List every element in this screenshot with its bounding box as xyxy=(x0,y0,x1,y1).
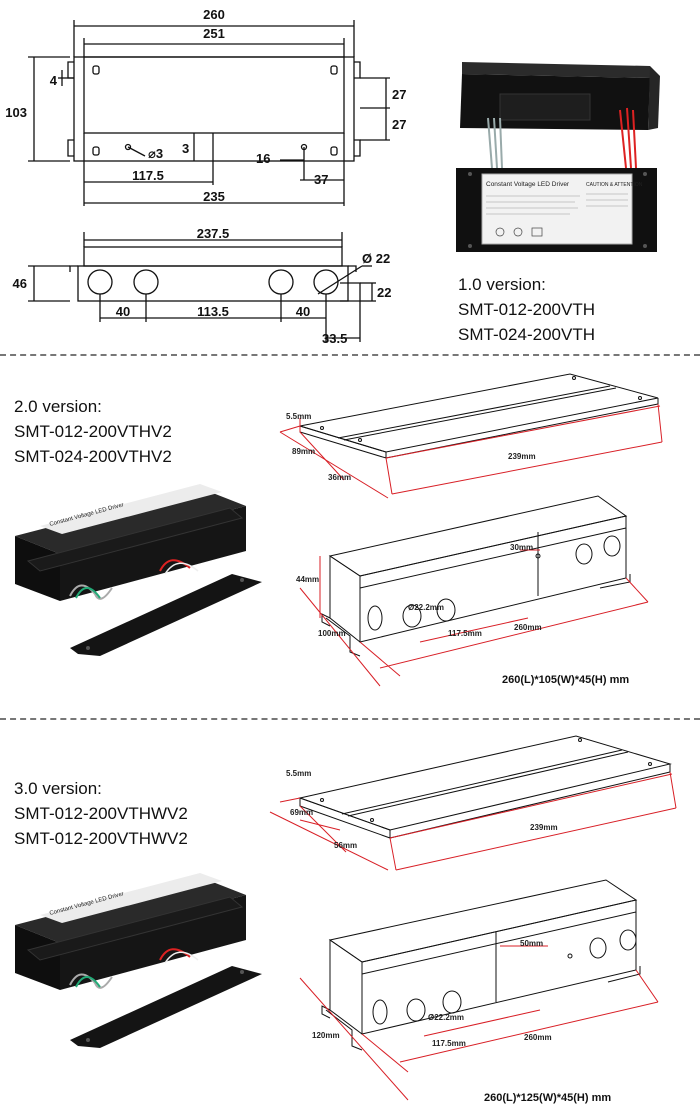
v2-size-caption: 260(L)*105(W)*45(H) mm xyxy=(502,674,630,686)
v1-dim-slot: 4 xyxy=(50,73,58,88)
v1-dim-ko-end: 33.5 xyxy=(322,331,347,346)
v3-model-2: SMT-012-200VTHWV2 xyxy=(14,829,188,848)
v2-box-width: 100mm xyxy=(318,629,346,638)
v3-product-label xyxy=(40,873,222,923)
v1-dim-height: 103 xyxy=(5,105,27,120)
section-v3: 3.0 version: SMT-012-200VTHWV2 SMT-012-2… xyxy=(0,720,700,1120)
v3-lid-length: 239mm xyxy=(530,823,558,832)
v3-box-knockout: Ø22.2mm xyxy=(428,1013,464,1022)
v2-box-hole-x: 117.5mm xyxy=(448,629,482,638)
v1-model-1: SMT-012-200VTH xyxy=(458,300,595,319)
v3-box-hole-x: 117.5mm xyxy=(432,1039,466,1048)
v2-box-height: 44mm xyxy=(296,575,319,584)
v1-product-photo: Constant Voltage LED Driver CAUTION & AT… xyxy=(456,62,660,252)
v2-product-label xyxy=(40,484,222,534)
v1-dim-inner-length: 251 xyxy=(203,26,225,41)
v1-version-block: 1.0 version: SMT-012-200VTH SMT-024-200V… xyxy=(458,272,595,347)
v3-lid-photo xyxy=(70,966,262,1048)
v1-dim-ko-c: 40 xyxy=(296,304,310,319)
v1-dim-hole-offset: 3 xyxy=(182,141,189,156)
v1-technical-drawing: 260 251 103 4 27 27 ⌀3 3 117.5 16 37 235 xyxy=(5,7,660,346)
v1-top-cover xyxy=(83,56,345,134)
v2-model-2: SMT-024-200VTHV2 xyxy=(14,447,172,466)
v3-lid-width: 69mm xyxy=(290,808,313,817)
v3-model-1: SMT-012-200VTHWV2 xyxy=(14,804,188,823)
v1-dim-hole-x: 117.5 xyxy=(132,168,164,183)
v2-lid-photo xyxy=(70,574,262,656)
v3-box-width: 120mm xyxy=(312,1031,340,1040)
v1-dim-slot-h: 16 xyxy=(256,151,270,166)
v1-dim-ko-a: 40 xyxy=(116,304,130,319)
v2-box-knockout: Ø22.2mm xyxy=(408,603,444,612)
svg-text:CAUTION & ATTENTION: CAUTION & ATTENTION xyxy=(586,182,643,188)
v2-model-1: SMT-012-200VTHV2 xyxy=(14,422,172,441)
v1-knockout-1 xyxy=(87,269,113,295)
v3-product-photo: Constant Voltage LED Driver xyxy=(15,873,262,1048)
v1-side-lid xyxy=(83,246,343,267)
v1-dim-pitch-a: 27 xyxy=(392,87,406,102)
v2-lid-drawing xyxy=(299,373,659,459)
v1-dim-pitch-b: 27 xyxy=(392,117,406,132)
v1-dim-ko-b: 113.5 xyxy=(197,304,229,319)
v1-knockout-3 xyxy=(268,269,294,295)
v3-lid-edge: 5.5mm xyxy=(286,769,311,778)
v1-side-body xyxy=(77,265,349,302)
svg-text:Constant Voltage LED Driver: Constant Voltage LED Driver xyxy=(486,181,570,188)
v1-dim-knockout-h: 22 xyxy=(377,285,391,300)
v1-dim-hole: ⌀3 xyxy=(148,146,163,161)
separator-2 xyxy=(0,718,700,720)
v1-dim-knockout: Ø 22 xyxy=(362,251,390,266)
v1-knockout-4 xyxy=(313,269,339,295)
v2-lid-length: 239mm xyxy=(508,452,536,461)
v2-version-title: 2.0 version: xyxy=(14,397,102,416)
v1-dim-side-length: 237.5 xyxy=(197,226,230,241)
v3-version-title: 3.0 version: xyxy=(14,779,102,798)
v1-dim-slot-x: 37 xyxy=(314,172,328,187)
v1-top-body xyxy=(73,56,355,162)
v1-version-title: 1.0 version: xyxy=(458,275,546,294)
v3-size-caption: 260(L)*125(W)*45(H) mm xyxy=(484,1092,612,1104)
v3-lid-strip: 56mm xyxy=(334,841,357,850)
v2-lid-strip: 36mm xyxy=(328,473,351,482)
v2-drawing: Constant Voltage LED Driver xyxy=(15,373,663,687)
v3-drawing: Constant Voltage LED Driver xyxy=(15,735,677,1101)
v2-product-photo: Constant Voltage LED Driver xyxy=(15,484,262,656)
v1-dim-side-height: 46 xyxy=(13,276,27,291)
v1-product-label xyxy=(481,173,633,245)
v2-lid-edge: 5.5mm xyxy=(286,412,311,421)
v3-box-length: 260mm xyxy=(524,1033,552,1042)
v2-box-length: 260mm xyxy=(514,623,542,632)
v1-knockout-2 xyxy=(133,269,159,295)
v2-version-block: 2.0 version: SMT-012-200VTHV2 SMT-024-20… xyxy=(14,394,172,469)
v3-box-divider: 50mm xyxy=(520,939,543,948)
section-v1: 260 251 103 4 27 27 ⌀3 3 117.5 16 37 235 xyxy=(0,0,700,352)
v1-dim-overall-length: 260 xyxy=(203,7,225,22)
v2-lid-width: 89mm xyxy=(292,447,315,456)
v3-version-block: 3.0 version: SMT-012-200VTHWV2 SMT-012-2… xyxy=(14,776,188,851)
v3-box-drawing xyxy=(321,879,641,1051)
v1-dim-base-length: 235 xyxy=(203,189,225,204)
separator-1 xyxy=(0,354,700,356)
v1-model-2: SMT-024-200VTH xyxy=(458,325,595,344)
section-v2: 2.0 version: SMT-012-200VTHV2 SMT-024-20… xyxy=(0,356,700,716)
v2-box-divider: 30mm xyxy=(510,543,533,552)
